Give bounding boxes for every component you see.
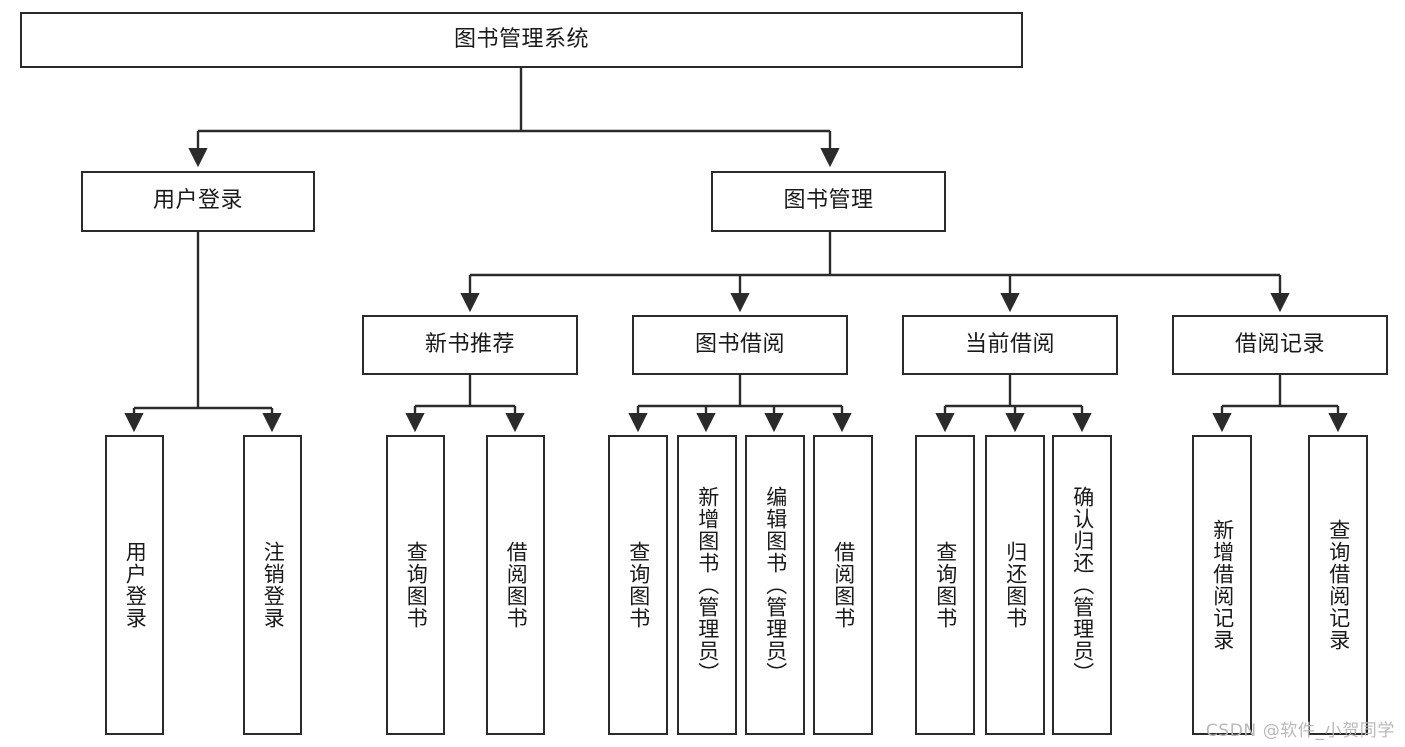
leaf-add-book-admin[interactable]: 新增图书（管理员） — [677, 435, 737, 735]
node-label: 注销登录 — [261, 541, 286, 629]
leaf-query-books-borrow[interactable]: 查询图书 — [608, 435, 668, 735]
node-label: 图书管理 — [783, 188, 874, 214]
node-label: 编辑图书（管理员） — [763, 486, 788, 684]
leaf-query-books-recommend[interactable]: 查询图书 — [386, 435, 445, 735]
leaf-user-login[interactable]: 用户登录 — [105, 435, 164, 735]
node-borrowing-records[interactable]: 借阅记录 — [1172, 315, 1388, 375]
leaf-confirm-return-admin[interactable]: 确认归还（管理员） — [1052, 435, 1112, 735]
node-label: 借阅记录 — [1234, 331, 1325, 357]
node-label: 确认归还（管理员） — [1070, 486, 1095, 684]
node-book-borrowing[interactable]: 图书借阅 — [632, 315, 848, 375]
node-label: 用户登录 — [123, 541, 148, 629]
node-label: 查询图书 — [933, 541, 958, 629]
node-user-login[interactable]: 用户登录 — [81, 171, 315, 232]
node-root-book-management-system[interactable]: 图书管理系统 — [20, 12, 1023, 68]
node-label: 用户登录 — [152, 188, 243, 214]
leaf-return-books[interactable]: 归还图书 — [985, 435, 1045, 735]
node-label: 新增借阅记录 — [1210, 519, 1235, 651]
node-label: 图书借阅 — [694, 331, 785, 357]
node-label: 新书推荐 — [424, 331, 515, 357]
node-label: 查询借阅记录 — [1326, 519, 1351, 651]
node-new-book-recommendation[interactable]: 新书推荐 — [362, 315, 578, 375]
leaf-borrow-books-recommend[interactable]: 借阅图书 — [486, 435, 545, 735]
node-label: 新增图书（管理员） — [695, 486, 720, 684]
node-current-borrowing[interactable]: 当前借阅 — [902, 315, 1118, 375]
node-label: 当前借阅 — [964, 331, 1055, 357]
node-label: 归还图书 — [1003, 541, 1028, 629]
leaf-logout[interactable]: 注销登录 — [243, 435, 302, 735]
node-label: 借阅图书 — [831, 541, 856, 629]
node-label: 查询图书 — [626, 541, 651, 629]
node-label: 图书管理系统 — [453, 26, 589, 52]
leaf-query-books-current[interactable]: 查询图书 — [915, 435, 975, 735]
leaf-edit-book-admin[interactable]: 编辑图书（管理员） — [745, 435, 805, 735]
leaf-add-borrow-record[interactable]: 新增借阅记录 — [1192, 435, 1252, 735]
leaf-query-borrow-record[interactable]: 查询借阅记录 — [1308, 435, 1368, 735]
node-book-management[interactable]: 图书管理 — [711, 171, 946, 232]
node-label: 查询图书 — [404, 541, 429, 629]
watermark: CSDN @软件_小贺同学 — [1205, 721, 1395, 741]
node-label: 借阅图书 — [504, 541, 529, 629]
leaf-borrow-books[interactable]: 借阅图书 — [813, 435, 873, 735]
